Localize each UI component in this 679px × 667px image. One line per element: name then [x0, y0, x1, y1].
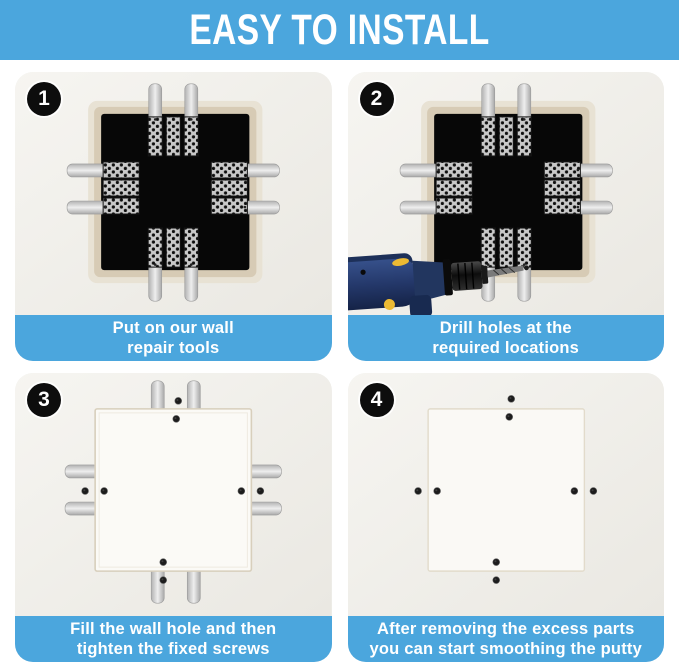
page-title: EASY TO INSTALL: [189, 5, 490, 54]
step-caption-2-line2: required locations: [432, 339, 580, 357]
step-photo-smoothed-patch: [347, 373, 664, 616]
step-number-badge-1: 1: [27, 82, 61, 116]
step-card-1: 1: [15, 72, 332, 361]
step-number-badge-4: 4: [359, 383, 394, 417]
step-caption-1-line2: repair tools: [127, 339, 220, 357]
step-card-2: 2: [347, 72, 664, 361]
step-photo-drill: [347, 72, 664, 315]
step-caption-3-line1: Fill the wall hole and then: [70, 619, 277, 638]
step-caption-3: Fill the wall hole and then tighten the …: [15, 616, 332, 662]
step-card-3: 3 Fill the wall hole and then tighten th…: [15, 373, 332, 662]
step-caption-3-line2: tighten the fixed screws: [76, 640, 270, 658]
step-caption-2-line1: Drill holes at the: [439, 318, 572, 337]
step-caption-1: Put on our wall repair tools: [15, 315, 332, 361]
step-number-badge-3: 3: [27, 383, 61, 417]
step-caption-4: After removing the excess parts you can …: [347, 616, 664, 662]
step-photo-wall-repair-plates: [15, 72, 332, 315]
drill-illustration: [347, 253, 529, 315]
step-caption-2: Drill holes at the required locations: [347, 315, 664, 361]
step-caption-1-line1: Put on our wall: [112, 318, 234, 337]
step-caption-4-line2: you can start smoothing the putty: [369, 640, 642, 658]
steps-grid: 1: [0, 60, 679, 667]
title-banner: EASY TO INSTALL: [0, 0, 679, 60]
step-card-4: 4 After removing the excess parts you ca…: [347, 373, 664, 662]
step-caption-4-line1: After removing the excess parts: [377, 619, 635, 638]
step-photo-filled-patch: [15, 373, 332, 616]
step-number-badge-2: 2: [359, 82, 394, 116]
